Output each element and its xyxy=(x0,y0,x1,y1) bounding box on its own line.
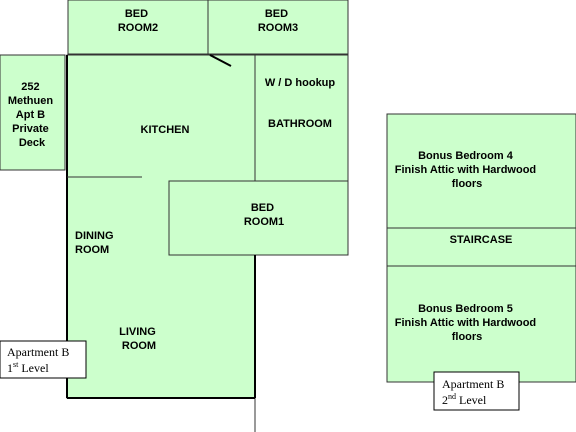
label-bedroom1: BED ROOM1 xyxy=(244,202,284,228)
label-bonus5: Bonus Bedroom 5 Finish Attic with Hardwo… xyxy=(395,303,539,343)
label-bedroom2: BED ROOM2 xyxy=(118,8,158,34)
room-bedroom2 xyxy=(67,0,209,55)
label-dining: DINING ROOM xyxy=(75,230,117,256)
caption-level1-line2: 1st Level xyxy=(7,360,49,375)
label-bathroom: BATHROOM xyxy=(268,118,332,130)
room-deck xyxy=(0,54,66,171)
room-bonus4 xyxy=(386,113,576,229)
caption-box-level1 xyxy=(0,340,87,379)
label-living: LIVING ROOM xyxy=(119,326,159,352)
room-bonus5 xyxy=(386,265,576,383)
label-bedroom3: BED ROOM3 xyxy=(258,8,298,34)
label-deck: 252 Methuen Apt B Private Deck xyxy=(8,81,56,149)
door-swing xyxy=(209,54,232,67)
caption-level2-line2: 2nd Level xyxy=(442,392,487,407)
room-bathroom xyxy=(254,54,349,182)
caption-box-level2 xyxy=(433,371,520,411)
label-staircase: STAIRCASE xyxy=(450,234,513,246)
caption-level1-line1: Apartment B xyxy=(7,345,69,359)
label-wd-hookup: W / D hookup xyxy=(265,77,336,89)
room-bedroom1 xyxy=(168,180,349,256)
label-kitchen: KITCHEN xyxy=(141,124,190,136)
caption-level2-line1: Apartment B xyxy=(442,377,504,391)
room-bedroom3 xyxy=(207,0,349,55)
label-bonus4: Bonus Bedroom 4 Finish Attic with Hardwo… xyxy=(395,150,539,190)
